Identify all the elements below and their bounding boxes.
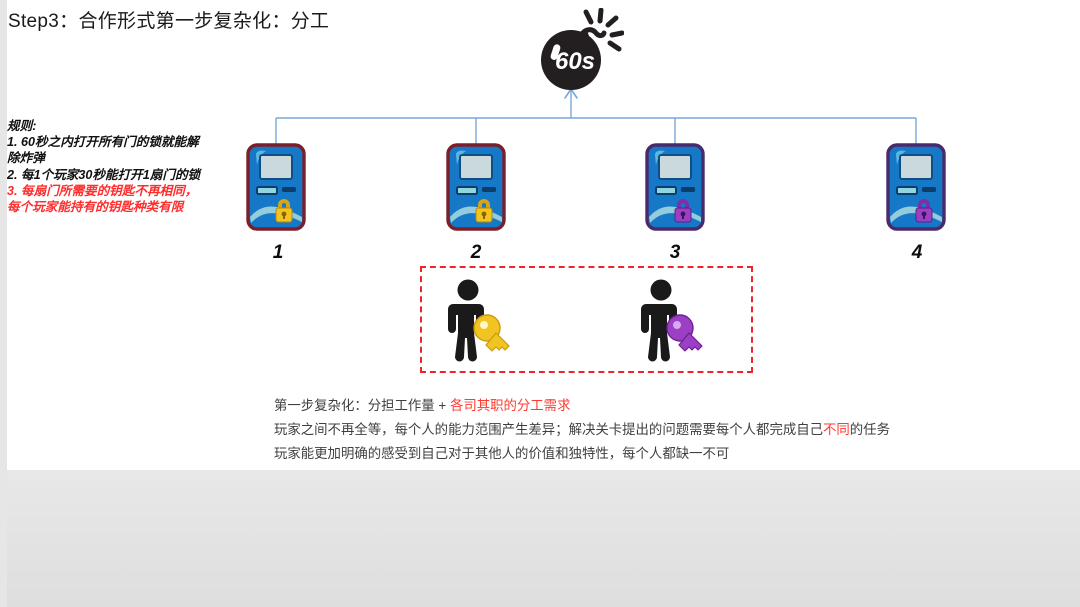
- rule-line-1-cont: 除炸弹: [7, 151, 45, 166]
- machine-dispenser-slot: [922, 187, 936, 192]
- division-of-labour-highlight-box: [420, 266, 753, 373]
- player-with-purple-key: [641, 279, 703, 362]
- rules-heading: 规则:: [7, 119, 37, 133]
- machine-label-3: 3: [669, 242, 681, 263]
- purple-padlock-icon: [915, 199, 933, 223]
- caption-line-1: 第一步复杂化：分担工作量 + 各司其职的分工需求: [274, 394, 974, 418]
- yellow-padlock-icon: [475, 199, 493, 223]
- caption-line-2: 玩家之间不再全等，每个人的能力范围产生差异；解决关卡提出的问题需要每个人都完成自…: [274, 418, 974, 442]
- caption-block: 第一步复杂化：分担工作量 + 各司其职的分工需求 玩家之间不再全等，每个人的能力…: [274, 394, 974, 466]
- person-icon: [448, 279, 484, 362]
- machine-label-2: 2: [470, 242, 482, 263]
- machine-screen: [899, 154, 933, 180]
- player-with-yellow-key: [448, 279, 510, 362]
- machine-screen: [459, 154, 493, 180]
- rules-block: 规则: 1. 60秒之内打开所有门的锁就能解 除炸弹 2. 每1个玩家30秒能打…: [7, 118, 239, 215]
- machine-swoosh: [250, 206, 302, 223]
- purple-key-icon: [666, 314, 703, 352]
- machine-gloss: [896, 150, 906, 165]
- machine-card-slot: [655, 186, 677, 195]
- bottom-gutter: [7, 470, 1080, 607]
- yellow-key-icon: [473, 314, 510, 352]
- machine-label-1: 1: [272, 242, 284, 263]
- bomb-timer-icon: 60s: [541, 8, 624, 90]
- machine-label-4: 4: [911, 242, 923, 263]
- machine-swoosh: [890, 206, 942, 223]
- door-machine-3[interactable]: [645, 143, 705, 231]
- machine-gloss: [456, 150, 466, 165]
- machine-swoosh: [649, 206, 701, 223]
- door-machine-4[interactable]: [886, 143, 946, 231]
- rule-line-2: 2. 每1个玩家30秒能打开1扇门的锁: [7, 167, 201, 182]
- left-gutter: [0, 0, 7, 607]
- machine-screen: [658, 154, 692, 180]
- machine-card-slot: [456, 186, 478, 195]
- purple-padlock-icon: [674, 199, 692, 223]
- yellow-padlock-icon: [275, 199, 293, 223]
- caption-line-2-accent: 不同: [823, 422, 850, 437]
- door-machine-2[interactable]: [446, 143, 506, 231]
- bomb-highlight: [550, 44, 561, 60]
- person-icon: [641, 279, 677, 362]
- caption-line-2-normal-a: 玩家之间不再全等，每个人的能力范围产生差异；解决关卡提出的问题需要每个人都完成自…: [274, 422, 824, 437]
- machine-screen: [259, 154, 293, 180]
- caption-line-1-normal: 第一步复杂化：分担工作量 +: [274, 398, 450, 413]
- caption-line-3: 玩家能更加明确的感受到自己对于其他人的价值和独特性，每个人都缺一不可: [274, 446, 730, 461]
- machine-gloss: [655, 150, 665, 165]
- machine-dispenser-slot: [282, 187, 296, 192]
- rule-line-3-cont: 每个玩家能持有的钥匙种类有限: [7, 200, 184, 215]
- door-machine-1[interactable]: [246, 143, 306, 231]
- machine-gloss: [256, 150, 266, 165]
- machine-dispenser-slot: [681, 187, 695, 192]
- caption-line-2-normal-b: 的任务: [849, 422, 890, 437]
- bomb-spark-icon: [583, 8, 624, 52]
- machine-card-slot: [256, 186, 278, 195]
- bomb-label: 60s: [555, 48, 595, 75]
- caption-line-1-accent: 各司其职的分工需求: [449, 398, 571, 413]
- machine-card-slot: [896, 186, 918, 195]
- page-title: Step3：合作形式第一步复杂化：分工: [8, 11, 330, 32]
- rule-line-1: 1. 60秒之内打开所有门的锁就能解: [7, 135, 199, 150]
- machine-swoosh: [450, 206, 502, 223]
- rule-line-3: 3. 每扇门所需要的钥匙不再相同，: [7, 183, 198, 198]
- machine-dispenser-slot: [482, 187, 496, 192]
